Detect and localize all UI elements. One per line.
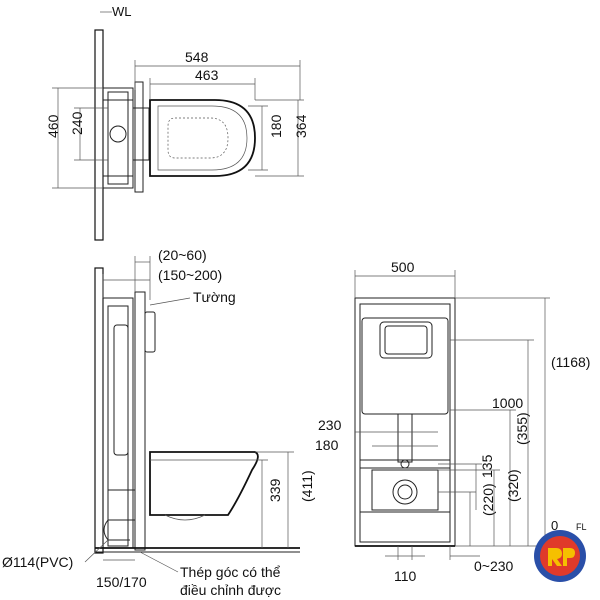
pipe-label: Ø114(PVC) bbox=[2, 554, 73, 570]
dim-135: 135 bbox=[479, 454, 495, 478]
wl-label: WL bbox=[112, 4, 132, 19]
dim-180: 180 bbox=[315, 437, 339, 453]
side-wall bbox=[94, 267, 104, 554]
dim-355: (355) bbox=[514, 412, 530, 445]
fl-label: FL bbox=[576, 522, 587, 532]
dim-150-170: 150/170 bbox=[96, 574, 147, 590]
dim-1168: (1168) bbox=[551, 354, 590, 370]
bracket-label-line1: Thép góc có thể bbox=[180, 564, 281, 580]
top-toilet-bowl bbox=[149, 99, 256, 177]
wall-label: Tường bbox=[193, 289, 236, 305]
dim-220: (220) bbox=[480, 483, 496, 516]
side-view: (20~60) (150~200) Tường 339 (411) Ø114(P… bbox=[2, 247, 315, 598]
dim-364: 364 bbox=[293, 114, 309, 138]
dim-460: 460 bbox=[45, 114, 61, 138]
dim-463: 463 bbox=[195, 67, 219, 83]
front-view: 500 (1168) 1000 (355) 135 (220) (320) 23… bbox=[315, 259, 590, 584]
dim-548: 548 bbox=[185, 49, 209, 65]
top-wall bbox=[94, 29, 104, 241]
cistern bbox=[361, 317, 449, 415]
dim-110: 110 bbox=[394, 568, 417, 584]
bracket-label-line2: điều chỉnh được bbox=[180, 582, 281, 598]
dim-230: 230 bbox=[318, 417, 342, 433]
dim-180: 180 bbox=[268, 114, 284, 138]
dim-339: 339 bbox=[267, 478, 283, 502]
dim-1000: 1000 bbox=[492, 395, 523, 411]
top-view: WL 548 463 460 bbox=[45, 4, 309, 241]
flush-plate bbox=[379, 321, 433, 359]
dim-500: 500 bbox=[391, 259, 415, 275]
dim-0-230: 0~230 bbox=[474, 558, 514, 574]
dim-411: (411) bbox=[299, 470, 315, 502]
dim-150-200: (150~200) bbox=[158, 267, 222, 283]
brand-logo-icon bbox=[534, 530, 586, 582]
dim-320: (320) bbox=[505, 469, 521, 502]
dim-zero: 0 bbox=[551, 518, 558, 533]
side-toilet-bowl bbox=[149, 451, 259, 516]
dim-20-60: (20~60) bbox=[158, 247, 207, 263]
dim-240: 240 bbox=[69, 111, 85, 135]
